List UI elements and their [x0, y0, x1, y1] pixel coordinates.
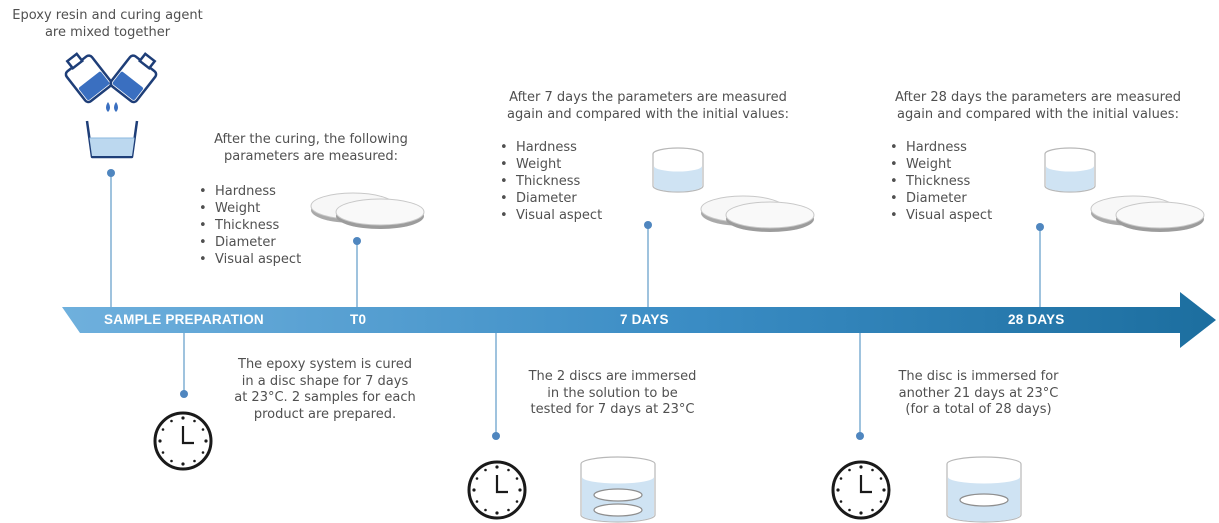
- bottles-icon: [64, 52, 158, 112]
- label-t0: T0: [350, 312, 367, 327]
- d28-caption: After 28 days the parameters are measure…: [895, 90, 1181, 122]
- list-item: Weight: [498, 156, 602, 173]
- jar-icon: [1044, 147, 1096, 193]
- stem-immersion-7: [495, 333, 497, 435]
- discs-icon: [700, 195, 815, 232]
- list-item: Visual aspect: [498, 207, 602, 224]
- list-item: Diameter: [888, 190, 992, 207]
- stem-sample-preparation: [110, 173, 112, 307]
- clock-icon: [153, 411, 213, 471]
- list-item: Thickness: [498, 173, 602, 190]
- stem-immersion-28: [859, 333, 861, 435]
- marker-7-days: [644, 221, 652, 229]
- marker-sample-preparation: [107, 169, 115, 177]
- list-item: Diameter: [498, 190, 602, 207]
- list-item: Visual aspect: [888, 207, 992, 224]
- list-item: Weight: [888, 156, 992, 173]
- stem-28-days: [1039, 227, 1041, 307]
- label-28-days: 28 DAYS: [1008, 312, 1065, 327]
- clock-icon: [467, 460, 527, 520]
- stem-7-days: [647, 225, 649, 307]
- discs-icon: [1090, 195, 1205, 232]
- immersed-discs-icon: [946, 456, 1022, 523]
- list-item: Hardness: [498, 139, 602, 156]
- marker-immersion-28: [856, 432, 864, 440]
- immersion-7-caption: The 2 discs are immersed in the solution…: [528, 369, 697, 417]
- immersion-28-caption: The disc is immersed for another 21 days…: [898, 369, 1059, 417]
- marker-cure: [180, 390, 188, 398]
- d28-parameter-list: Hardness Weight Thickness Diameter Visua…: [888, 139, 992, 224]
- list-item: Thickness: [888, 173, 992, 190]
- clock-icon: [831, 460, 891, 520]
- mix-caption: Epoxy resin and curing agent are mixed t…: [12, 8, 203, 40]
- t0-caption: After the curing, the following paramete…: [214, 132, 408, 164]
- list-item: Diameter: [197, 234, 301, 251]
- d7-parameter-list: Hardness Weight Thickness Diameter Visua…: [498, 139, 602, 224]
- marker-t0: [353, 237, 361, 245]
- list-item: Thickness: [197, 217, 301, 234]
- label-7-days: 7 DAYS: [620, 312, 669, 327]
- cure-caption: The epoxy system is cured in a disc shap…: [234, 357, 416, 422]
- stem-t0: [356, 241, 358, 307]
- list-item: Hardness: [197, 183, 301, 200]
- list-item: Weight: [197, 200, 301, 217]
- immersed-discs-icon: [580, 456, 656, 523]
- d7-caption: After 7 days the parameters are measured…: [507, 90, 789, 122]
- beaker-icon: [85, 120, 139, 159]
- list-item: Visual aspect: [197, 251, 301, 268]
- label-sample-preparation: SAMPLE PREPARATION: [104, 312, 264, 327]
- discs-icon: [310, 192, 425, 229]
- jar-icon: [652, 147, 704, 193]
- stem-cure: [183, 333, 185, 393]
- list-item: Hardness: [888, 139, 992, 156]
- t0-parameter-list: Hardness Weight Thickness Diameter Visua…: [197, 183, 301, 268]
- marker-28-days: [1036, 223, 1044, 231]
- marker-immersion-7: [492, 432, 500, 440]
